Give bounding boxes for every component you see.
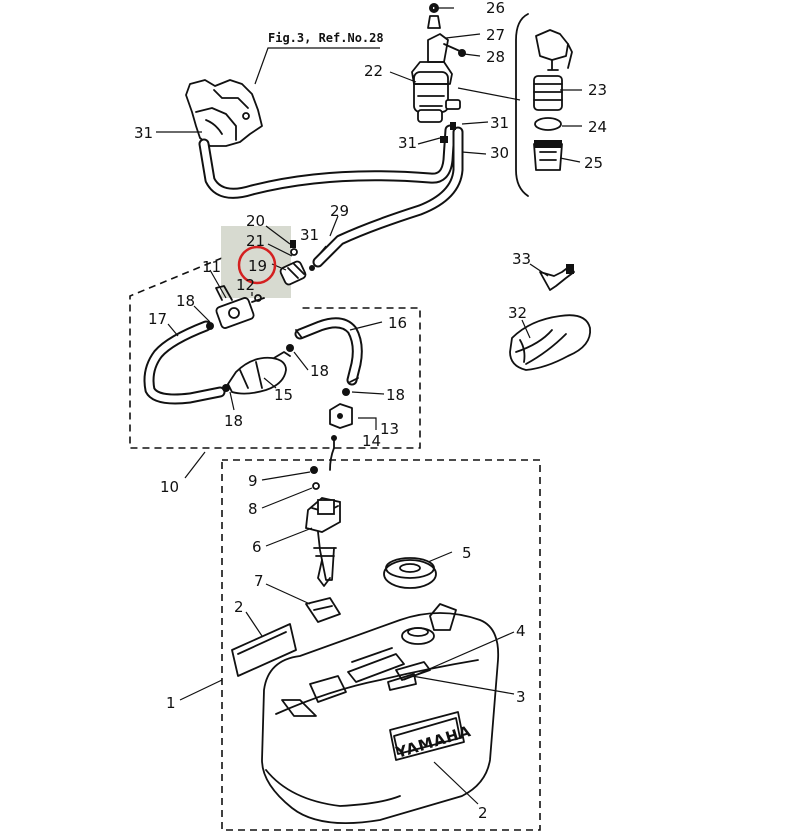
callout-7: 7: [254, 572, 264, 590]
callout-31-engine: 31: [134, 124, 153, 142]
callout-31-filter: 31: [398, 134, 417, 152]
callout-3: 3: [516, 688, 526, 706]
connector-assembly: [206, 240, 315, 330]
callout-10: 10: [160, 478, 179, 496]
callout-12: 12: [236, 276, 255, 294]
highlight-circle-19: [237, 245, 277, 285]
callout-18-right: 18: [386, 386, 405, 404]
fuel-filter: [411, 3, 521, 143]
tank-fitting: [329, 388, 377, 471]
highlight-box: [221, 226, 291, 298]
callout-13: 13: [380, 420, 399, 438]
callout-16: 16: [388, 314, 407, 332]
callout-4: 4: [516, 622, 526, 640]
callout-2-label: 2: [234, 598, 244, 616]
callout-32: 32: [508, 304, 527, 322]
callout-24: 24: [588, 118, 607, 136]
fuel-tank: YAMAHA: [231, 603, 500, 825]
callout-18-bulb: 18: [310, 362, 329, 380]
callout-14: 14: [362, 432, 381, 450]
callout-23: 23: [588, 81, 607, 99]
callout-2-tank: 2: [478, 804, 488, 822]
filter-element-group: [515, 13, 573, 197]
reference-label: Fig.3, Ref.No.28: [268, 31, 384, 45]
callout-25: 25: [584, 154, 603, 172]
callout-20: 20: [246, 212, 265, 230]
callout-31-upper-right: 31: [490, 114, 509, 132]
leader-lines: [156, 7, 582, 805]
callout-9: 9: [248, 472, 258, 490]
callout-27: 27: [486, 26, 505, 44]
callout-28: 28: [486, 48, 505, 66]
tank-cap: [383, 557, 437, 589]
group-outlines: [129, 257, 541, 831]
callout-18-bottom: 18: [224, 412, 243, 430]
fuel-gauge: [305, 466, 341, 623]
callout-5: 5: [462, 544, 472, 562]
callout-15: 15: [274, 386, 293, 404]
callout-18-left: 18: [176, 292, 195, 310]
callout-11: 11: [202, 258, 221, 276]
callout-21: 21: [246, 232, 265, 250]
callout-30: 30: [490, 144, 509, 162]
callout-26: 26: [486, 0, 505, 17]
callout-31-connector: 31: [300, 226, 319, 244]
callout-labels: 26 27 28 22 23 24 25 31 31 30 31 29 20 2…: [134, 0, 607, 822]
callout-1: 1: [166, 694, 176, 712]
callout-29: 29: [330, 202, 349, 220]
callout-8: 8: [248, 500, 258, 518]
engine-fuel-joint-reference: Fig.3, Ref.No.28: [185, 31, 384, 147]
hoses: [143, 124, 464, 405]
fuel-joint-and-cap: [509, 264, 591, 371]
callout-33: 33: [512, 250, 531, 268]
callout-22: 22: [364, 62, 383, 80]
callout-17: 17: [148, 310, 167, 328]
callout-6: 6: [252, 538, 262, 556]
callout-19: 19: [248, 257, 267, 275]
